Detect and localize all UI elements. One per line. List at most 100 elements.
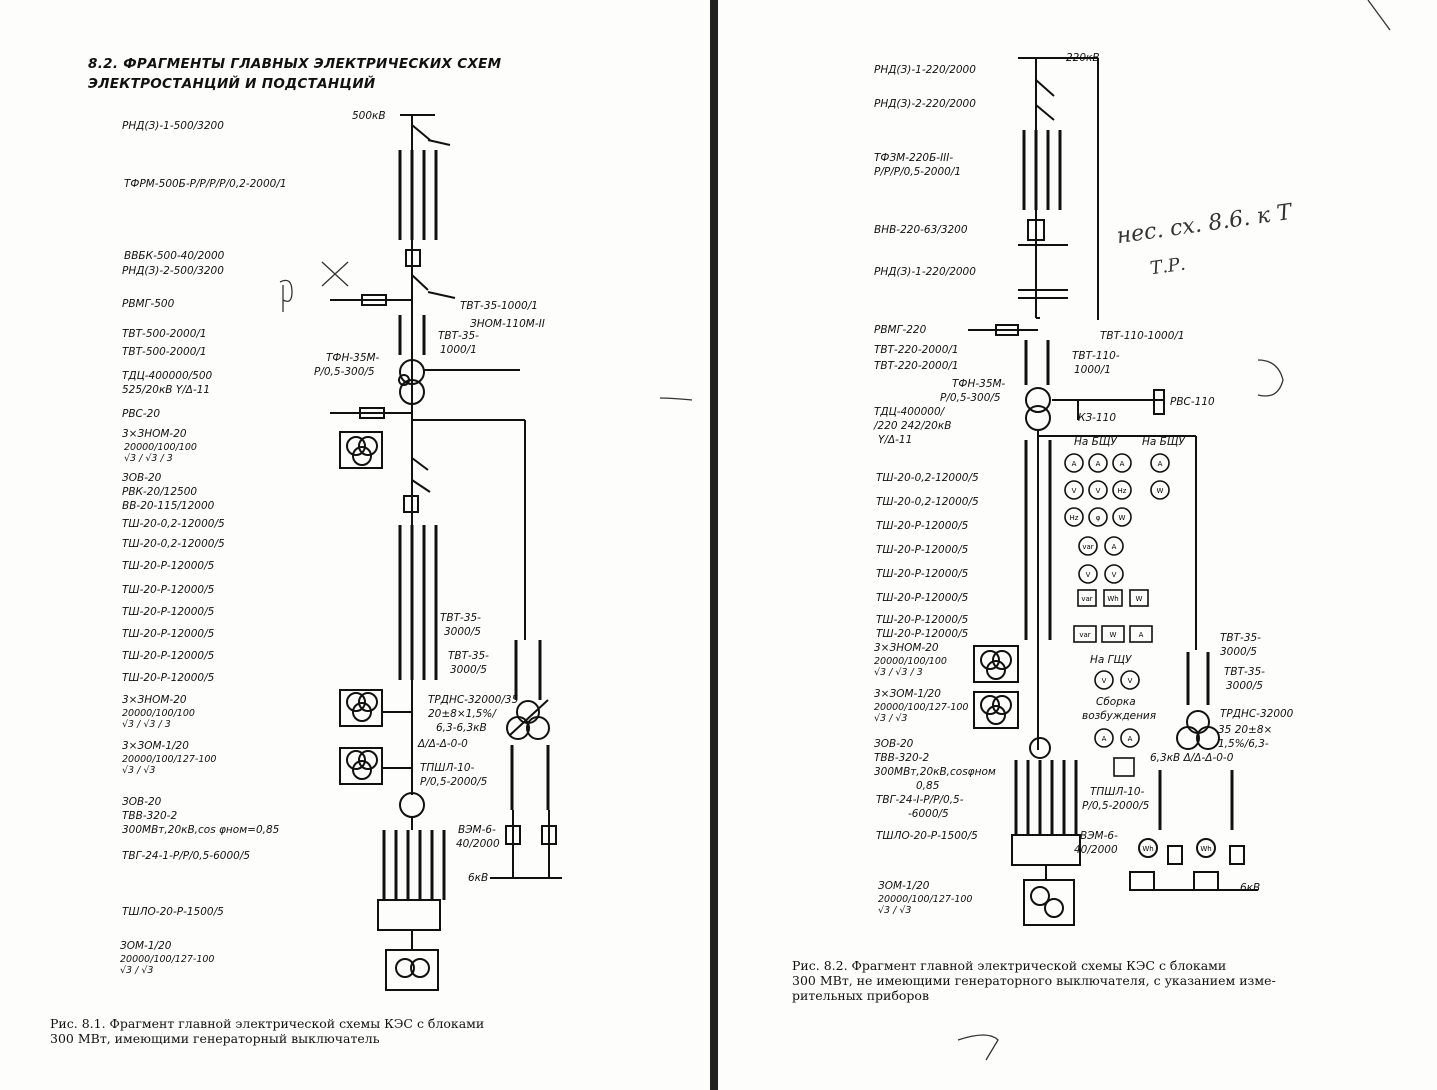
label-500kv: 500кВ	[352, 110, 386, 122]
label-vv: ВВ-20-115/12000	[122, 500, 215, 512]
r-fraction-2: 20000/100/127-100 √3 / √3	[874, 702, 969, 724]
label-tsh4: ТШ-20-Р-12000/5	[122, 584, 215, 596]
frac-den: √3	[143, 719, 156, 730]
fraction-2: 20000/100/100 √3 / √3 / 3	[122, 708, 195, 730]
meter-symbol: Wh	[1107, 595, 1118, 603]
frac-den: √3	[895, 713, 908, 724]
label-tshlo: ТШЛО-20-Р-1500/5	[122, 906, 224, 918]
frac-den: √3	[143, 765, 156, 776]
book-gutter	[710, 0, 718, 1090]
meter-symbol: Hz	[1118, 487, 1127, 495]
label-6kv: 6кВ	[468, 872, 489, 884]
frac-den: √3	[895, 667, 908, 678]
label-trdns: ТРДНС-32000/35	[428, 694, 519, 706]
label-r-tvt35c: ТВТ-35-	[1224, 666, 1265, 678]
label-tvt35b: 1000/1	[440, 344, 477, 356]
frac-num: 100	[153, 954, 172, 965]
meter-symbol: V	[1072, 487, 1077, 495]
meter-symbol: A	[1112, 543, 1117, 551]
meter-symbol: var	[1082, 543, 1093, 551]
label-tfn2: Р/0,5-300/5	[314, 366, 375, 378]
frac-den: √3	[899, 905, 912, 916]
meter-symbol: var	[1081, 595, 1092, 603]
label-r-tvt2: ТВТ-220-2000/1	[874, 360, 959, 372]
label-tvt2: ТВТ-500-2000/1	[122, 346, 207, 358]
frac-num: 20000	[122, 754, 153, 765]
meter-symbol: W	[1110, 631, 1117, 639]
frac-den: √3	[122, 719, 135, 730]
meter-symbol: A	[1139, 631, 1144, 639]
label-r-rnd1: РНД(З)-1-220/2000	[874, 64, 976, 76]
label-tvt1: ТВТ-500-2000/1	[122, 328, 207, 340]
label-r-3znom: 3×ЗНОМ-20	[874, 642, 939, 654]
label-rnd1: РНД(З)-1-500/3200	[122, 120, 224, 132]
label-vozb: возбуждения	[1082, 710, 1157, 722]
heading-line-1: 8.2. ФРАГМЕНТЫ ГЛАВНЫХ ЭЛЕКТРИЧЕСКИХ СХЕ…	[88, 56, 502, 72]
label-tfn: ТФН-35М-	[326, 352, 380, 364]
label-r-tsh2: ТШ-20-0,2-12000/5	[876, 496, 979, 508]
label-r-tvv: ТВВ-320-2	[874, 752, 930, 764]
r-fraction-1: 20000/100/100 √3 / √3 / 3	[874, 656, 947, 678]
label-tsh6: ТШ-20-Р-12000/5	[122, 628, 215, 640]
label-na-bshu-2: На БЩУ	[1142, 436, 1185, 448]
meter-symbol: Wh	[1200, 845, 1211, 853]
caption-line-1: Рис. 8.1. Фрагмент главной электрической…	[50, 1016, 485, 1031]
label-vem2: 40/2000	[456, 838, 500, 850]
label-tpshl2: Р/0,5-2000/5	[420, 776, 488, 788]
label-kz: КЗ-110	[1078, 412, 1117, 424]
meter-symbol: A	[1102, 735, 1107, 743]
frac-num: 100	[155, 754, 174, 765]
frac-num: 100	[911, 894, 930, 905]
section-heading: 8.2. ФРАГМЕНТЫ ГЛАВНЫХ ЭЛЕКТРИЧЕСКИХ СХЕ…	[88, 54, 501, 94]
frac-den: √3	[874, 713, 887, 724]
label-tvt35-3000c: ТВТ-35-	[448, 650, 489, 662]
frac-num: 100	[157, 442, 176, 453]
label-r-tdc2: /220 242/20кВ	[874, 420, 952, 432]
label-tvt35c: ТВТ-35-1000/1	[460, 300, 538, 312]
label-r-tfn2: Р/0,5-300/5	[940, 392, 1001, 404]
frac-den: √3	[874, 667, 887, 678]
frac-num: 20000	[122, 708, 153, 719]
label-tpshl: ТПШЛ-10-	[420, 762, 475, 774]
label-r-tvt35b: 3000/5	[1220, 646, 1257, 658]
meter-symbol: var	[1079, 631, 1090, 639]
label-tdc: ТДЦ-400000/500	[122, 370, 213, 382]
label-r-vem: ВЭМ-6-	[1080, 830, 1118, 842]
frac-num: 20000	[120, 954, 151, 965]
label-r-zov: ЗОВ-20	[874, 738, 914, 750]
frac-num: 100	[178, 442, 197, 453]
meter-symbol: A	[1096, 460, 1101, 468]
frac-den: √3	[120, 965, 133, 976]
frac-den: 3	[166, 453, 173, 464]
meter-symbol: V	[1086, 571, 1091, 579]
fraction-3: 20000/100/127-100 √3 / √3	[122, 754, 217, 776]
label-znom: ЗНОМ-110М-II	[470, 318, 545, 330]
frac-num: 20000	[878, 894, 909, 905]
frac-den: √3	[122, 765, 135, 776]
label-tsh3: ТШ-20-Р-12000/5	[122, 560, 215, 572]
label-3znom: 3×ЗНОМ-20	[122, 428, 187, 440]
meter-symbol: φ	[1096, 514, 1101, 522]
meter-symbol: W	[1119, 514, 1126, 522]
label-r-rvmg: РВМГ-220	[874, 324, 927, 336]
label-r-rnd3: РНД(З)-1-220/2000	[874, 266, 976, 278]
label-r-tfzm2: Р/Р/Р/0,5-2000/1	[874, 166, 962, 178]
label-zov: ЗОВ-20	[122, 472, 162, 484]
label-r-tfzm: ТФЗМ-220Б-III-	[874, 152, 954, 164]
label-r-rnd2: РНД(З)-2-220/2000	[874, 98, 976, 110]
label-tvt35-3000d: 3000/5	[450, 664, 487, 676]
meter-symbol: A	[1072, 460, 1077, 468]
frac-den: 3	[164, 719, 171, 730]
handwritten-note-2: Т.Р.	[1148, 253, 1187, 280]
frac-den: √3	[124, 453, 137, 464]
frac-num: 100	[907, 656, 926, 667]
label-na-gshu: На ГЩУ	[1090, 654, 1132, 666]
label-300mw: 300МВт,20кВ,cos φном=0,85	[122, 824, 280, 836]
frac-num: 127-100	[174, 954, 215, 965]
frac-den: √3	[878, 905, 891, 916]
caption-line-1: Рис. 8.2. Фрагмент главной электрической…	[792, 958, 1227, 973]
label-r-tdc: ТДЦ-400000/	[874, 406, 945, 418]
label-vvbk: ВВБК-500-40/2000	[124, 250, 225, 262]
